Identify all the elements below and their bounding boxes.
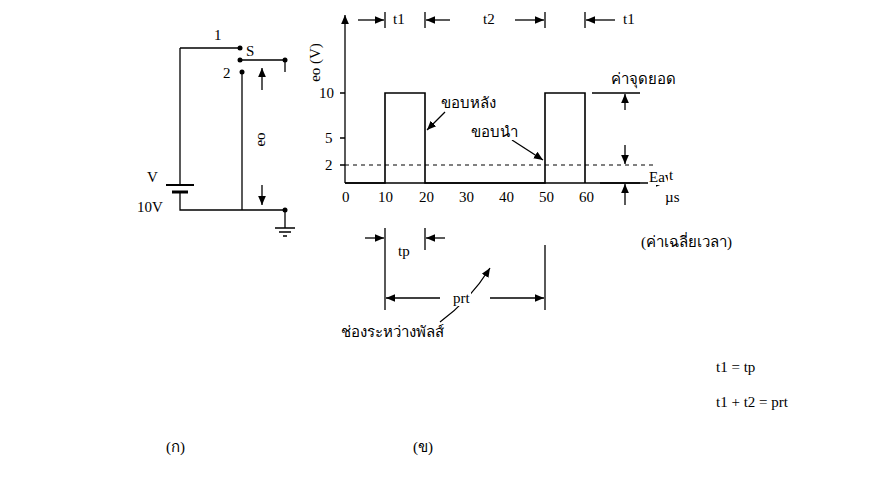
source-label: V xyxy=(146,170,159,185)
note-label: (ค่าเฉลี่ยเวลา) xyxy=(640,235,733,250)
pulse-width-label: tp xyxy=(397,244,411,259)
unit-label: µs xyxy=(664,190,680,205)
terminal-label: 2 xyxy=(222,66,232,81)
edge-label: ขอบนำ xyxy=(470,125,519,140)
axis-tick: 60 xyxy=(578,190,595,205)
time-label: t1 xyxy=(392,12,406,27)
axis-tick: 30 xyxy=(458,190,475,205)
spacing-label: ช่องระหว่างพัลส์ xyxy=(340,325,445,340)
time-label: t2 xyxy=(482,12,496,27)
axis-tick: 40 xyxy=(498,190,515,205)
edge-label: ขอบหลัง xyxy=(440,96,497,111)
axis-label: eo (V) xyxy=(308,42,323,83)
source-value: 10V xyxy=(136,200,164,215)
axis-tick: 5 xyxy=(324,131,334,146)
formula: t1 + t2 = prt xyxy=(715,395,789,410)
axis-tick: 2 xyxy=(324,158,334,173)
axis-tick: 20 xyxy=(418,190,435,205)
panel-label: (ข) xyxy=(412,440,434,455)
time-label: t1 xyxy=(622,12,636,27)
axis-tick: 10 xyxy=(377,190,394,205)
axis-label: t xyxy=(668,168,674,183)
formula: t1 = tp xyxy=(715,360,756,375)
switch-label: S xyxy=(245,44,255,59)
axis-tick: 10 xyxy=(318,86,335,101)
terminal-label: 1 xyxy=(213,28,223,43)
period-label: prt xyxy=(452,291,471,306)
panel-label: (ก) xyxy=(165,440,186,455)
axis-tick: 0 xyxy=(341,190,351,205)
axis-tick: 50 xyxy=(538,190,555,205)
peak-label: ค่าจุดยอด xyxy=(610,72,677,87)
output-label: eo xyxy=(253,131,268,147)
